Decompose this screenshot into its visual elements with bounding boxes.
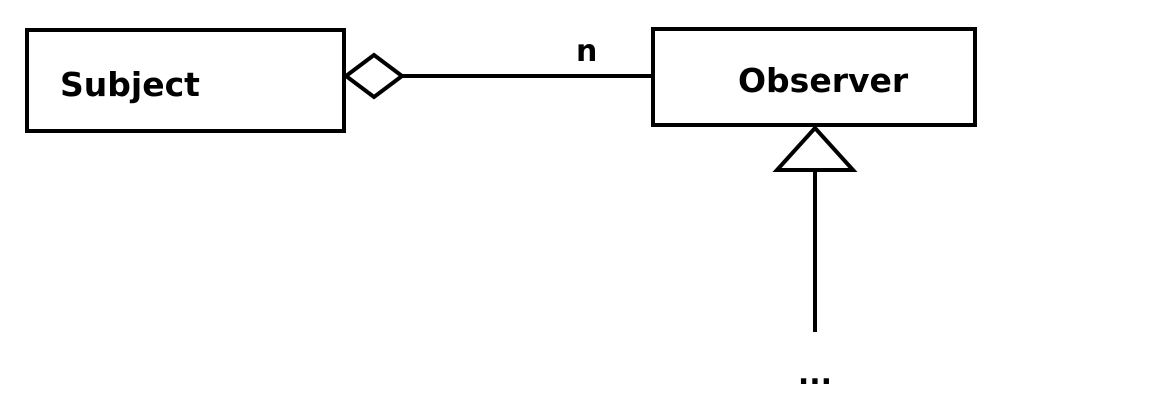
multiplicity-label: n (576, 34, 597, 69)
subject-class: Subject (25, 28, 346, 133)
observer-class-box (651, 27, 977, 127)
aggregation-diamond (342, 52, 406, 100)
generalization: ... (772, 125, 858, 392)
subclass-ellipsis: ... (798, 357, 832, 392)
observer-class-name: Observer (738, 61, 909, 100)
subject-class-box (25, 28, 346, 133)
observer-class: Observer (651, 27, 977, 127)
generalization-triangle (772, 125, 858, 172)
subject-class-name: Subject (60, 65, 200, 104)
aggregation-association: n (342, 34, 653, 100)
